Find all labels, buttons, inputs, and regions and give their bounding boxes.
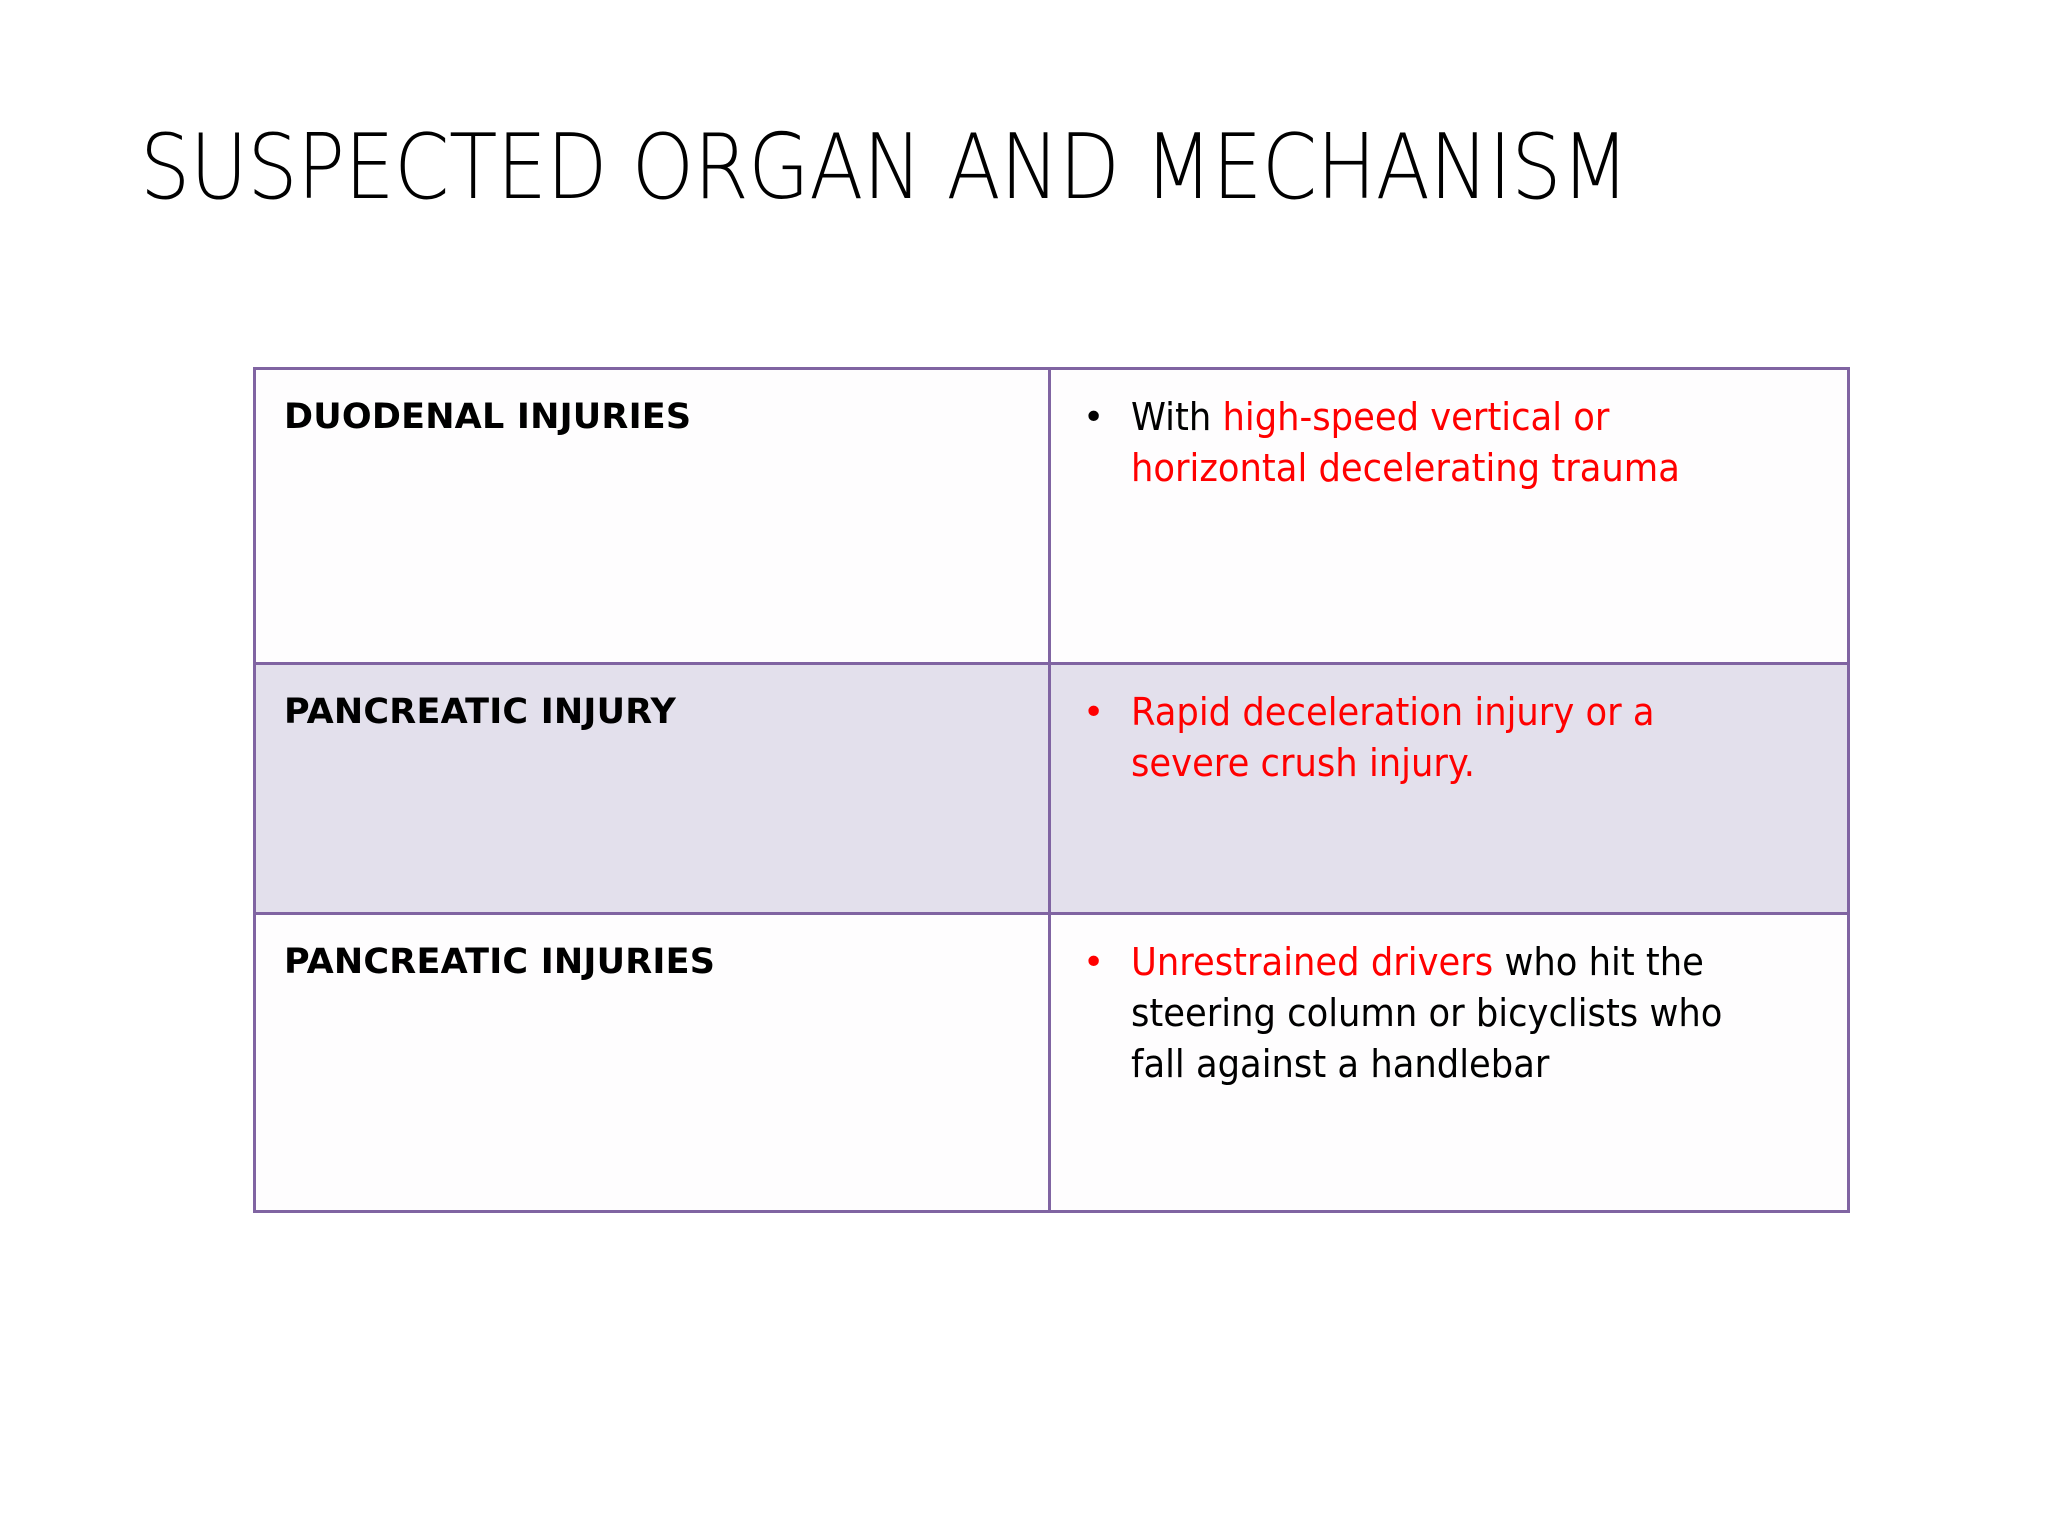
organ-label: PANCREATIC INJURY (284, 692, 677, 732)
table-cell-organ: PANCREATIC INJURIES (253, 912, 1051, 1213)
mechanism-segment-plain: who hit the steering column or bicyclist… (1131, 940, 1723, 1086)
organ-label: PANCREATIC INJURIES (284, 942, 716, 982)
mechanism-bullet-list: • Rapid deceleration injury or a severe … (1051, 665, 1847, 789)
table-cell-organ: PANCREATIC INJURY (253, 662, 1051, 915)
mechanism-segment-highlight: Unrestrained drivers (1131, 940, 1494, 984)
mechanism-segment-highlight: Rapid deceleration injury or a severe cr… (1131, 690, 1655, 785)
page-title: SUSPECTED ORGAN AND MECHANISM (140, 115, 1629, 220)
bullet-icon: • (1083, 397, 1105, 438)
organ-mechanism-table: DUODENAL INJURIES • With high-speed vert… (253, 367, 1850, 1213)
table-cell-mechanism: • Unrestrained drivers who hit the steer… (1048, 912, 1850, 1213)
mechanism-segment-highlight: high-speed vertical or horizontal decele… (1131, 395, 1680, 490)
bullet-icon: • (1083, 692, 1105, 733)
mechanism-bullet-list: • Unrestrained drivers who hit the steer… (1051, 915, 1847, 1090)
table-cell-organ: DUODENAL INJURIES (253, 367, 1051, 665)
list-item: • Unrestrained drivers who hit the steer… (1073, 937, 1821, 1090)
bullet-icon: • (1083, 942, 1105, 983)
list-item: • Rapid deceleration injury or a severe … (1073, 687, 1821, 789)
organ-label: DUODENAL INJURIES (284, 397, 692, 437)
table-row: DUODENAL INJURIES • With high-speed vert… (253, 367, 1850, 665)
list-item: • With high-speed vertical or horizontal… (1073, 392, 1821, 494)
mechanism-bullet-list: • With high-speed vertical or horizontal… (1051, 370, 1847, 494)
table-cell-mechanism: • With high-speed vertical or horizontal… (1048, 367, 1850, 665)
mechanism-text: Unrestrained drivers who hit the steerin… (1131, 937, 1773, 1090)
table-row: PANCREATIC INJURY • Rapid deceleration i… (253, 662, 1850, 915)
mechanism-text: With high-speed vertical or horizontal d… (1131, 392, 1773, 494)
table-row: PANCREATIC INJURIES • Unrestrained drive… (253, 912, 1850, 1213)
table-cell-mechanism: • Rapid deceleration injury or a severe … (1048, 662, 1850, 915)
mechanism-text: Rapid deceleration injury or a severe cr… (1131, 687, 1773, 789)
mechanism-segment-plain: With (1131, 395, 1223, 439)
